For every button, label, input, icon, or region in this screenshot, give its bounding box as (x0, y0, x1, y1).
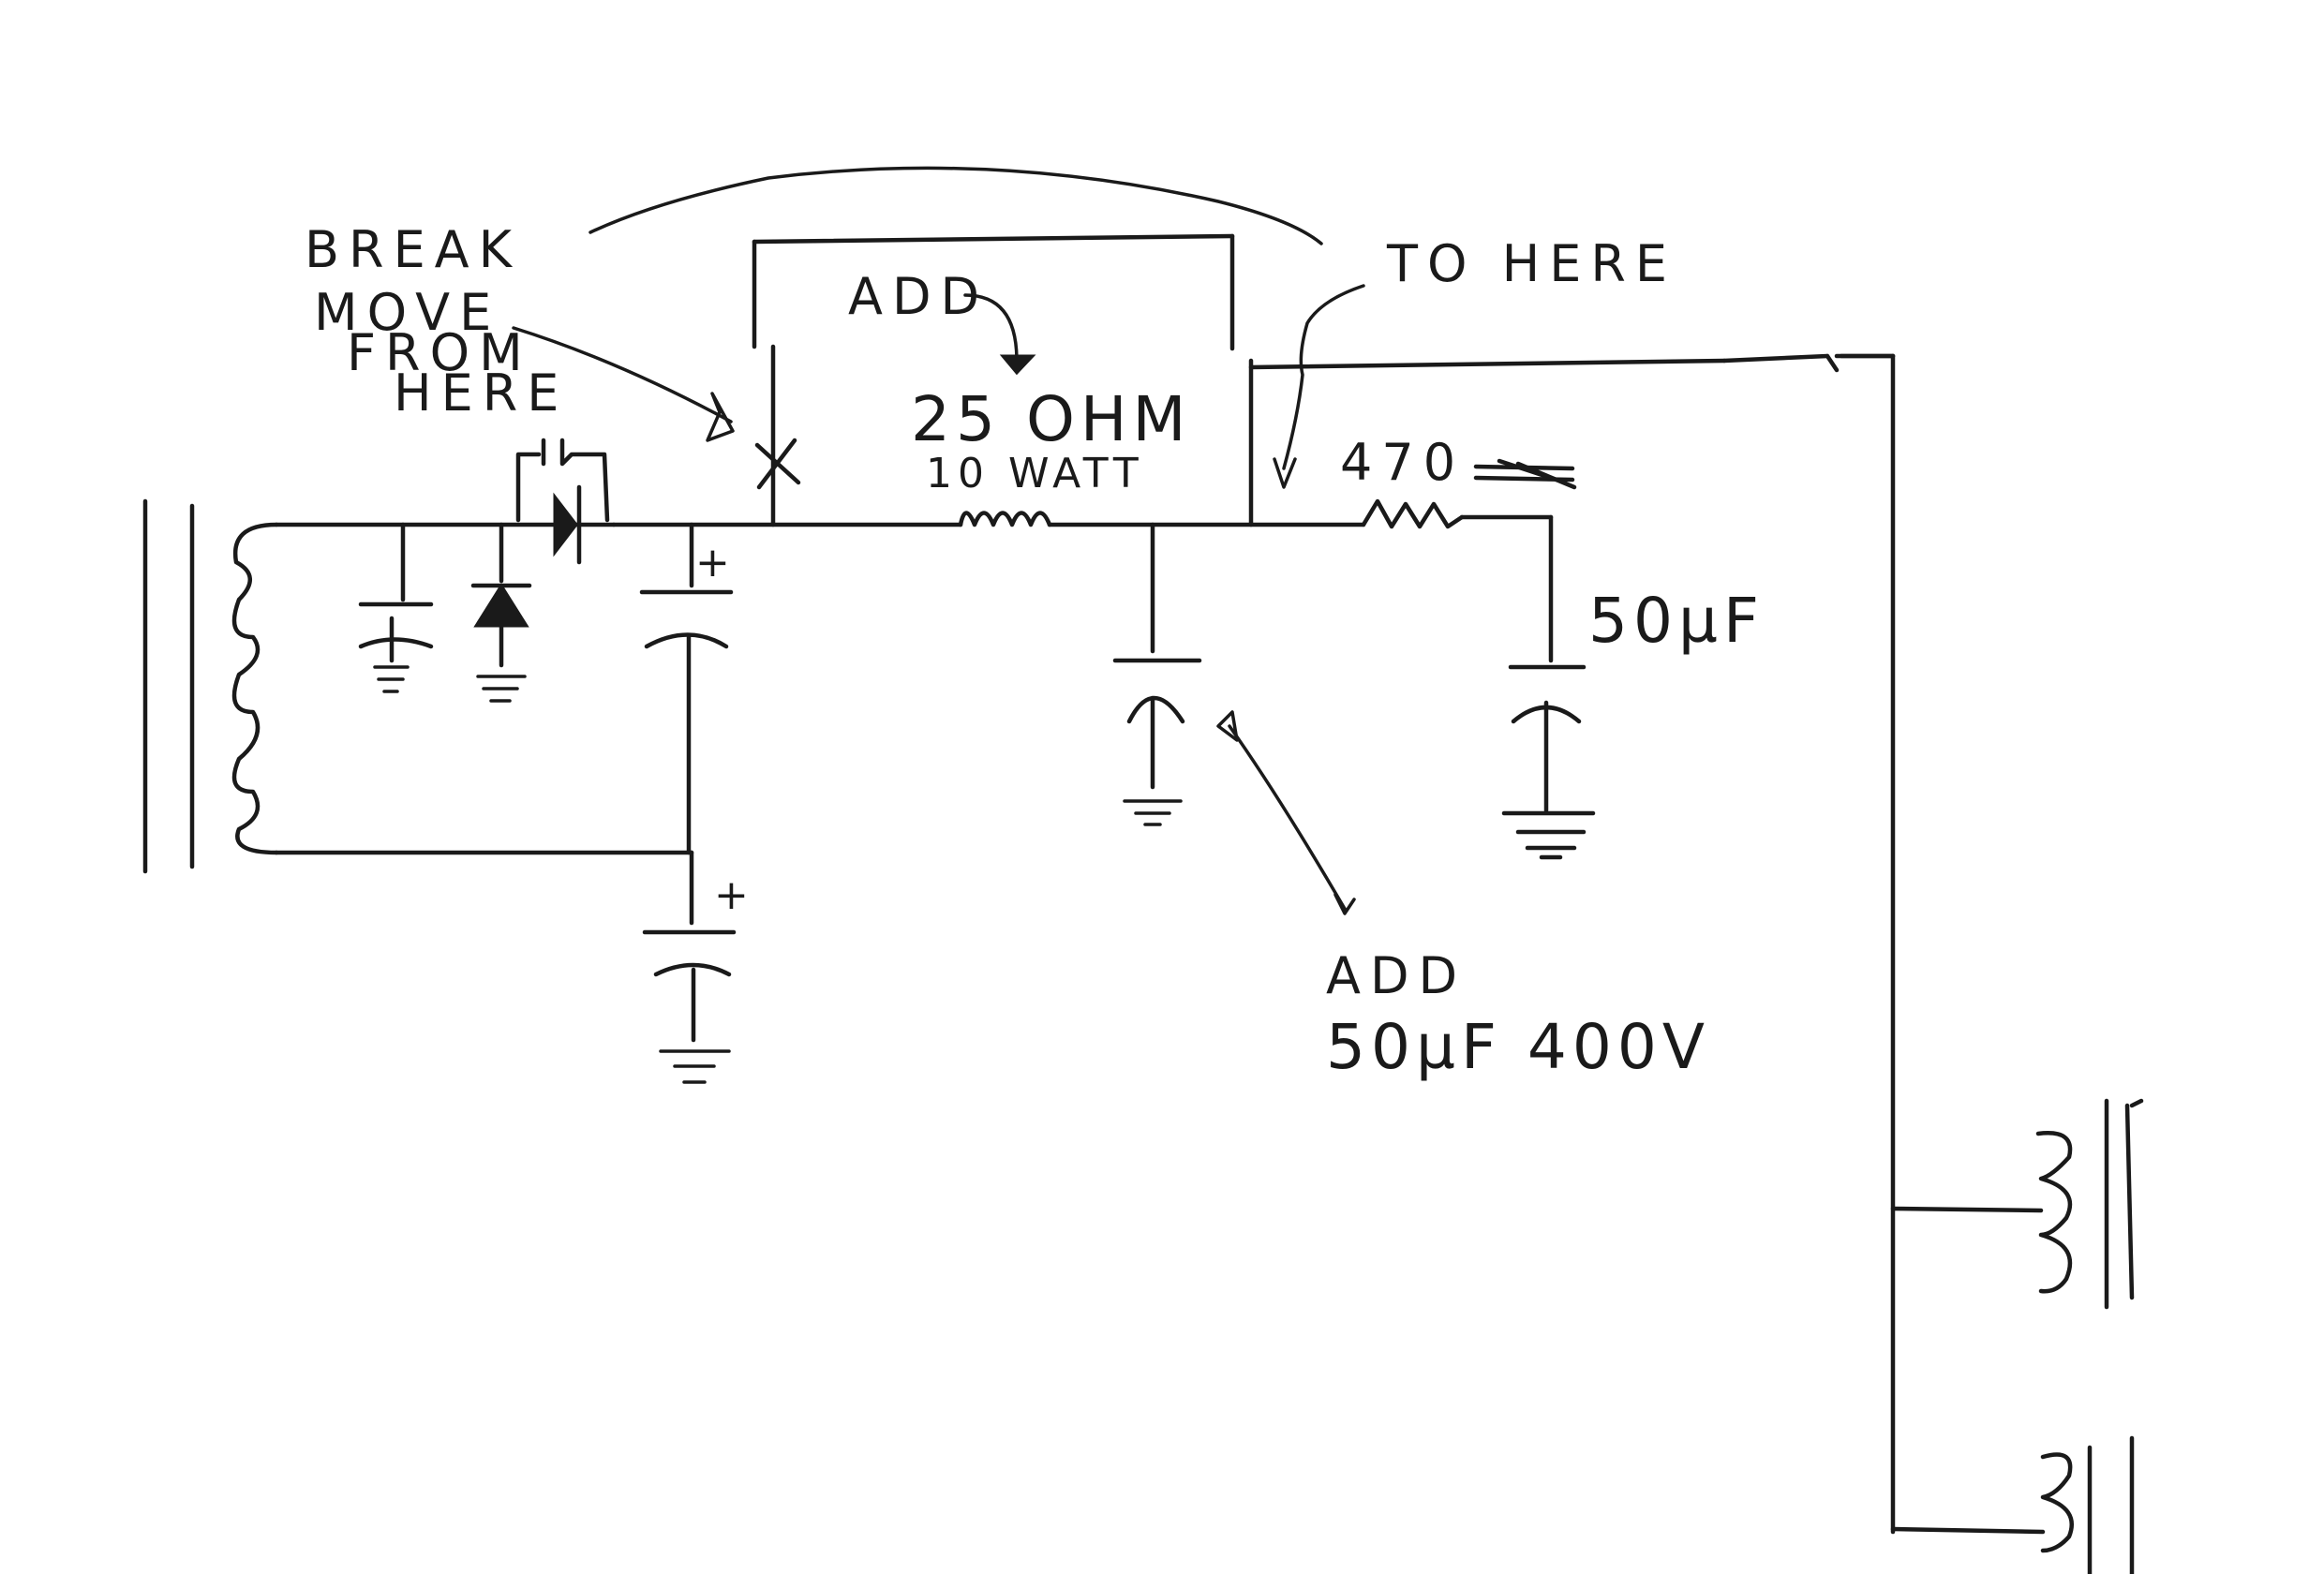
filter-capacitor-small (358, 522, 434, 693)
add-value-label: 50µF 400V (1326, 1011, 1710, 1083)
move-from-label-line1: MOVE (314, 283, 500, 342)
capacitor-50uf-right (1501, 664, 1596, 860)
capacitor-50uf-label: 50µF (1588, 585, 1765, 657)
output-transformer-lower (2040, 1435, 2135, 1574)
resistor-470 (1361, 498, 1465, 529)
annotation-arrows (512, 166, 1577, 915)
move-from-label-line2: FROM (347, 323, 532, 382)
power-transformer (142, 498, 279, 874)
resistor-470-label: 470 (1340, 433, 1465, 492)
added-capacitor-50uf (1112, 522, 1202, 826)
plus-sign-reservoir: + (695, 539, 730, 587)
lower-capacitor (642, 850, 737, 1084)
to-here-label: TO HERE (1386, 234, 1676, 293)
circuit-wires (274, 233, 2046, 1535)
add-label-bottom: ADD (1326, 946, 1467, 1005)
plus-sign-lower: + (714, 871, 749, 919)
add-label-top: ADD (848, 267, 989, 326)
move-from-label-line3: HERE (394, 364, 568, 423)
annotation-texts: BREAK MOVE FROM HERE TO HERE ADD 25 OHM … (305, 220, 1765, 1083)
series-diode (515, 438, 610, 565)
resistor-25-ohm (958, 511, 1052, 527)
resistor-value-label: 25 OHM (911, 383, 1191, 455)
reservoir-capacitor (639, 522, 734, 855)
break-label: BREAK (305, 220, 521, 279)
output-transformer-upper (2035, 1098, 2144, 1310)
resistor-wattage-label: 10 WATT (926, 450, 1144, 497)
rectifier-diode-shunt (470, 522, 532, 703)
